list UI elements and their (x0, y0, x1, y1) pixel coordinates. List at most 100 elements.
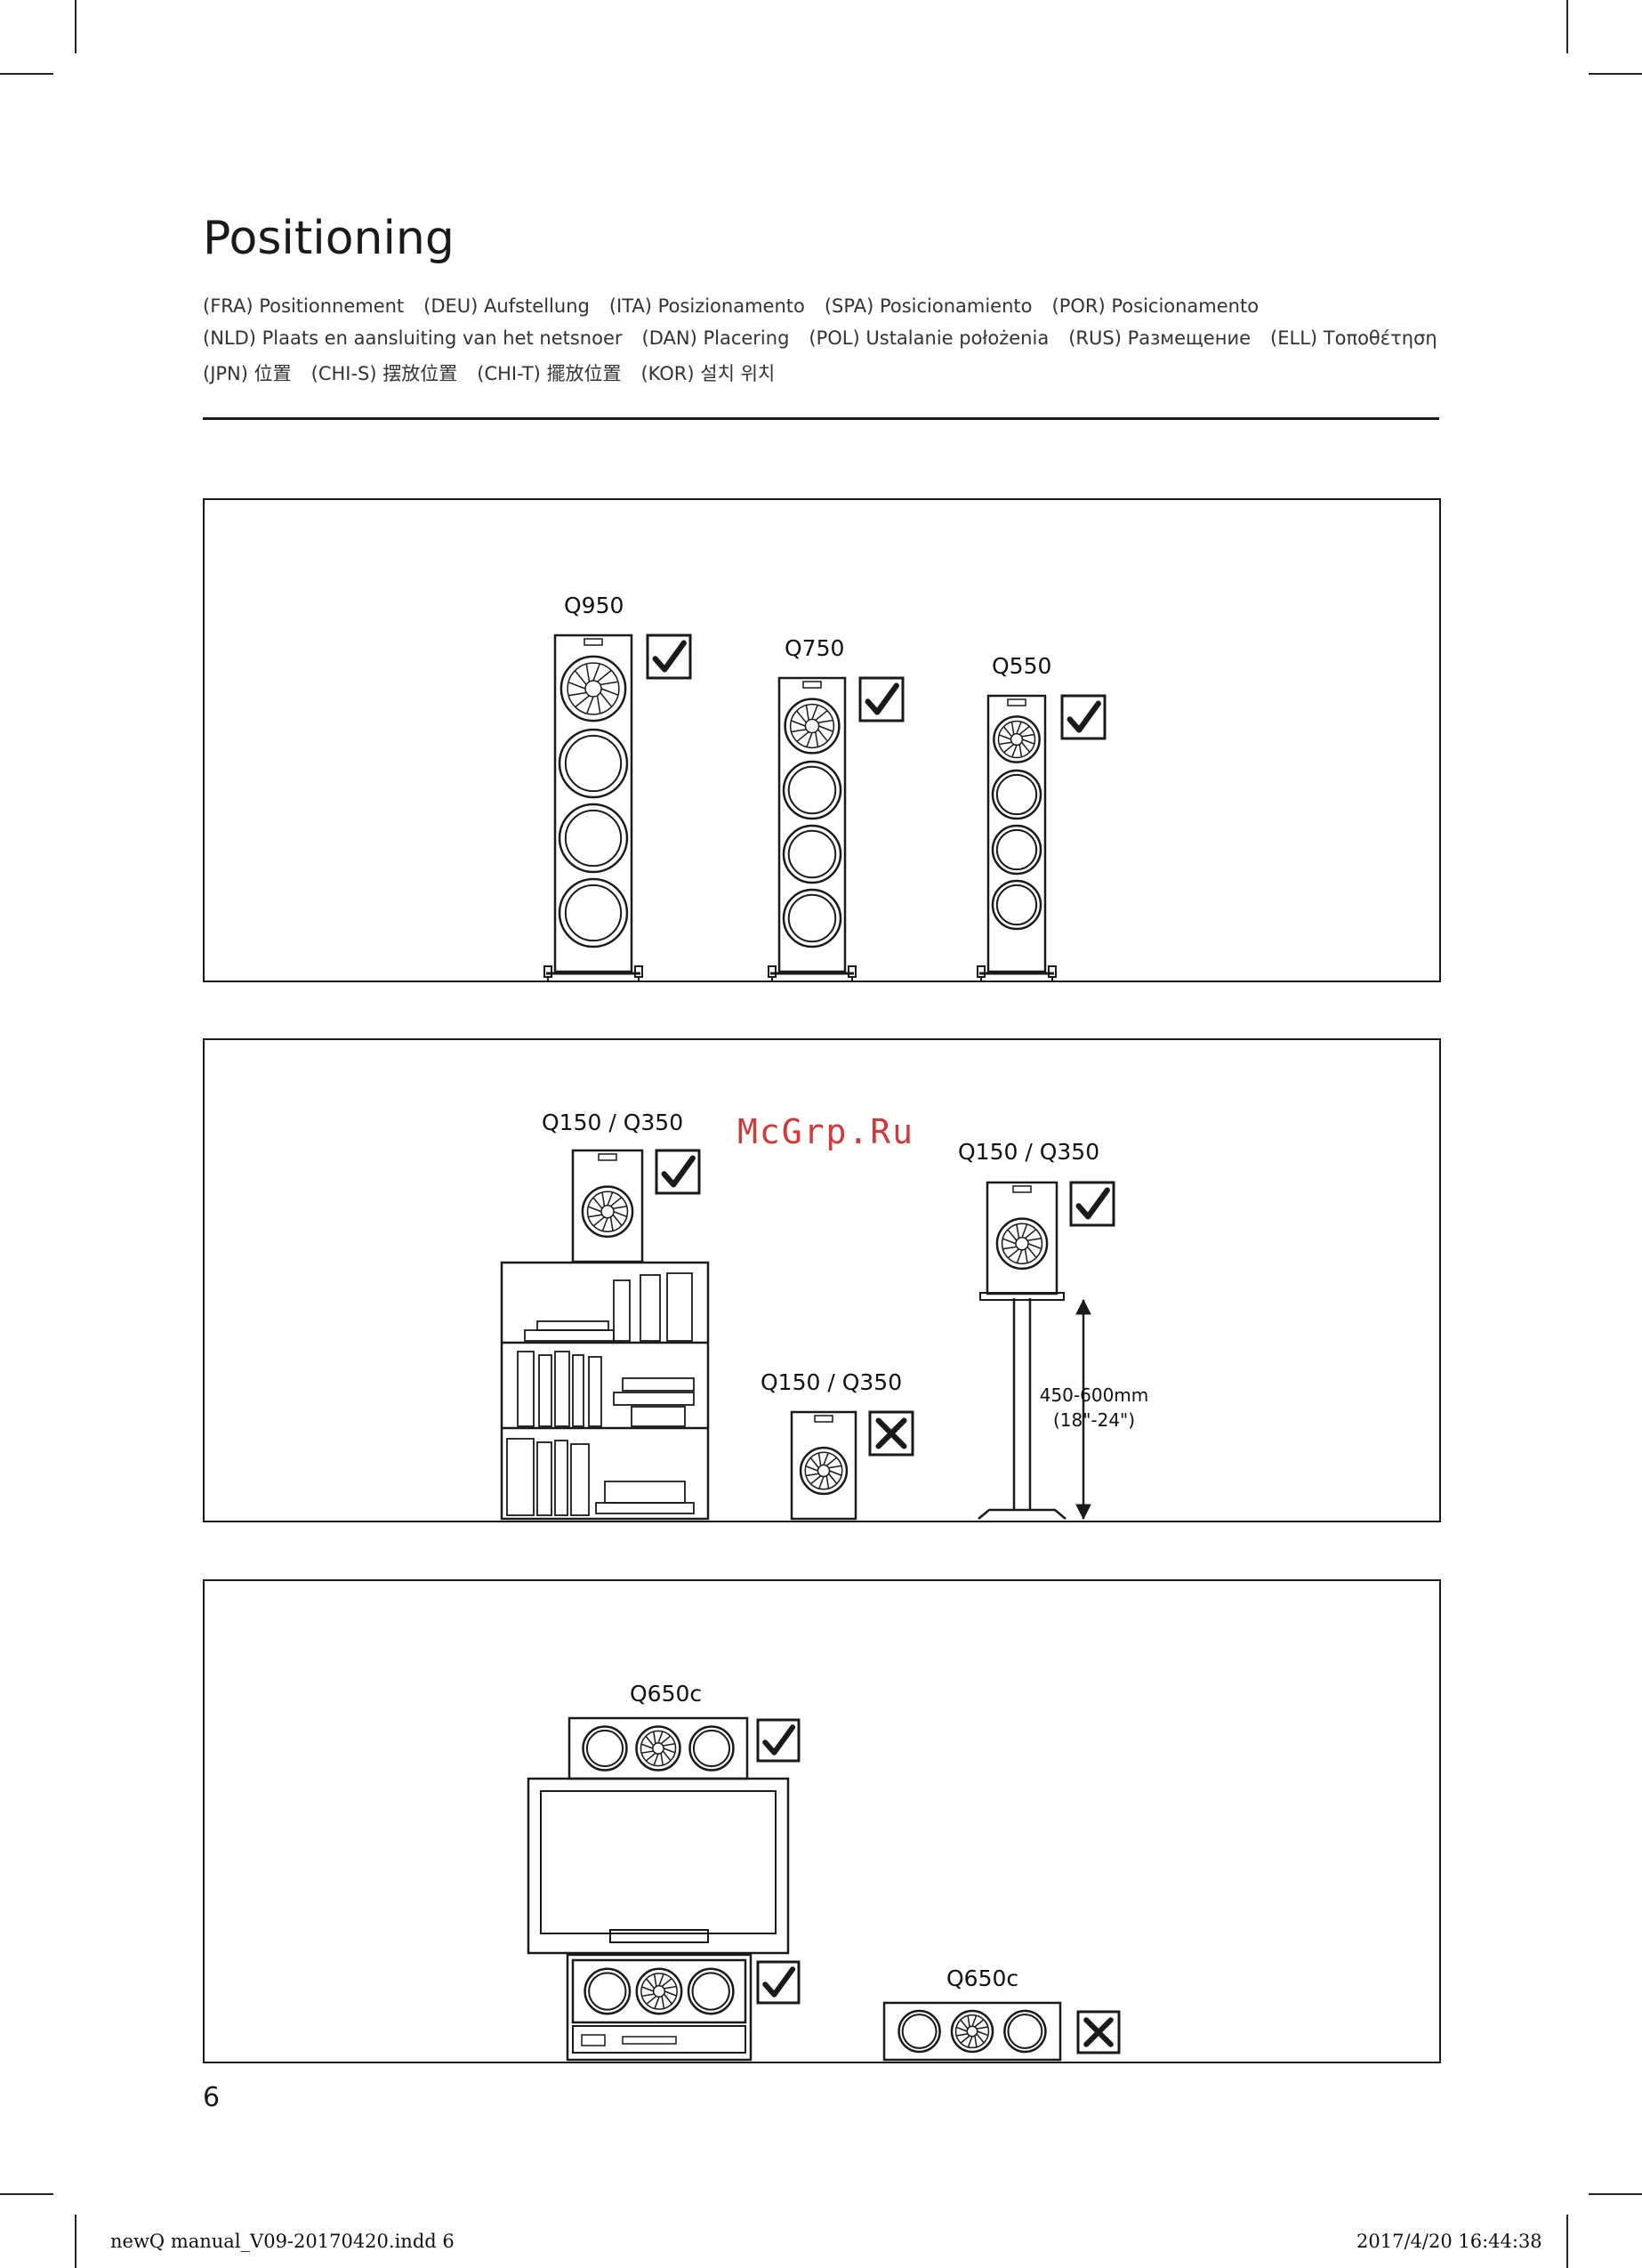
language-code: (RUS) (1068, 327, 1128, 349)
uniq-fin (575, 670, 587, 685)
speaker-foot (977, 965, 986, 978)
uniq-driver-ring (640, 1730, 677, 1767)
av-cabinet (566, 1953, 753, 2062)
uniq-fin (657, 1731, 664, 1744)
uniq-fin (646, 1978, 656, 1990)
checkmark-icon (661, 1155, 696, 1188)
uniq-driver-ring (789, 703, 835, 749)
woofer-inner (787, 829, 837, 879)
uniq-fin (612, 1214, 623, 1226)
uniq-fin (596, 695, 601, 714)
checkmark-icon (762, 1966, 796, 1998)
uniq-driver-ring (997, 720, 1036, 759)
language-code: (DAN) (641, 327, 704, 349)
translation-item: (RUS) Размещение (1068, 327, 1251, 349)
translation-text: 摆放位置 (382, 363, 458, 384)
uniq-fin (1018, 744, 1023, 757)
uniq-fin (1007, 1229, 1018, 1241)
cross-icon (875, 1417, 907, 1449)
dimension-inches: (18"-24") (1052, 1409, 1136, 1431)
translation-text: Posizionamento (657, 295, 805, 317)
speaker-logo (1012, 1185, 1032, 1193)
translation-text: 位置 (254, 363, 292, 384)
uniq-driver-outer (784, 698, 841, 755)
panel-centre-speaker: Q650c Q650c (203, 1579, 1441, 2063)
woofer-outer (991, 879, 1042, 931)
uniq-fin (641, 1743, 654, 1749)
uniq-fin (641, 1986, 654, 1992)
uniq-fin (610, 1197, 622, 1207)
uniq-fin (823, 1453, 829, 1465)
uniq-fin (663, 1993, 672, 2005)
book (536, 1441, 552, 1516)
uniq-fin (971, 2015, 978, 2027)
uniq-fin (825, 1475, 830, 1489)
uniq-fin (1022, 739, 1034, 745)
translation-text: 擺放位置 (546, 363, 622, 384)
uniq-fin (600, 688, 618, 696)
crop-mark-tr-h (1589, 73, 1642, 75)
woofer-inner (588, 1972, 627, 2011)
translation-item: (POL) Ustalanie położenia (809, 327, 1049, 349)
model-label-centre-floor: Q650c (946, 1965, 1019, 1991)
uniq-fin (829, 1470, 841, 1476)
book (570, 1443, 590, 1516)
uniq-fin (806, 1473, 819, 1477)
translation-text: Ustalanie położenia (865, 327, 1050, 349)
uniq-fin (653, 1753, 659, 1765)
page-title: Positioning (203, 212, 455, 265)
speaker-cabinet (777, 676, 847, 973)
uniq-tweeter (804, 718, 820, 734)
uniq-driver-outer (995, 1217, 1049, 1271)
uniq-fin (1011, 745, 1018, 757)
woofer-inner (1007, 2014, 1043, 2049)
woofer-outer (991, 769, 1042, 820)
uniq-fin (593, 1216, 605, 1227)
uniq-fin (1021, 1224, 1028, 1238)
speaker-cabinet (986, 694, 1047, 973)
uniq-fin (1021, 733, 1034, 738)
uniq-fin (661, 1996, 665, 2009)
speaker-foot (768, 965, 777, 978)
uniq-fin (796, 730, 809, 742)
uniq-tweeter (1010, 732, 1024, 747)
language-code: (ITA) (608, 295, 658, 317)
woofer-outer (688, 1725, 735, 1772)
uniq-driver-outer (993, 715, 1041, 763)
book (536, 1320, 609, 1331)
book (506, 1438, 535, 1516)
centre-speaker-illustration (527, 1716, 1121, 2062)
dimension-arrowhead (1075, 1504, 1091, 1521)
uniq-fin (999, 734, 1011, 740)
book (613, 1392, 695, 1406)
checkbox-frame (646, 634, 692, 680)
stand-height-dimension: 450-600mm (18"-24") (1036, 1383, 1152, 1433)
centre-cabinet (571, 1958, 747, 2024)
uniq-fin (1026, 1246, 1037, 1258)
translation-item: (CHI-S) 摆放位置 (311, 363, 458, 384)
crop-mark-bl-v (75, 2215, 76, 2268)
uniq-fin (818, 1476, 825, 1489)
uniq-fin (806, 732, 813, 747)
uniq-fin (815, 710, 828, 722)
uniq-fin (1020, 741, 1030, 753)
woofer-inner (564, 809, 623, 868)
uniq-fin (585, 664, 591, 682)
uniq-fin (999, 741, 1012, 746)
uniq-fin (976, 2033, 985, 2044)
translation-line-3: (JPN) 位置(CHI-S) 摆放位置(CHI-T) 擺放位置(KOR) 설치… (203, 359, 794, 386)
tv-frame (527, 1777, 790, 1955)
checkmark-icon (1066, 700, 1101, 733)
book (517, 1351, 535, 1427)
panel-bookshelf: Q150 / Q350 Q150 / Q350 Q150 / Q350 450-… (203, 1038, 1441, 1522)
checkbox-frame (858, 676, 905, 722)
woofer-outer (582, 1725, 628, 1772)
uniq-driver-ring (586, 1190, 629, 1232)
language-code: (JPN) (203, 363, 254, 384)
uniq-fin (956, 2026, 968, 2032)
uniq-fin (592, 1197, 603, 1209)
uniq-fin (662, 1750, 672, 1761)
uniq-fin (817, 1453, 822, 1466)
dimension-arrowhead (1075, 1298, 1091, 1315)
checkmark-icon (865, 682, 899, 715)
